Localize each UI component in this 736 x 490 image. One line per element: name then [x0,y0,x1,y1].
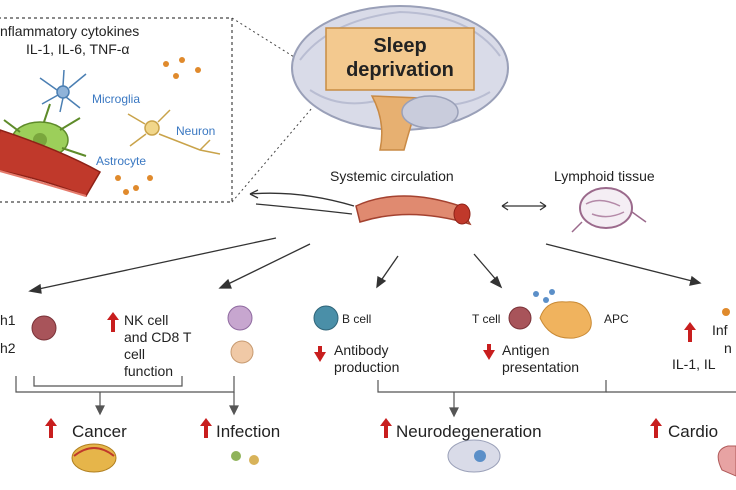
bracket-lines [15,376,736,418]
heart-icon [717,445,736,477]
neuron-label: Neuron [176,124,216,138]
cytokine-dots [115,57,201,195]
cytokine-title-line2: IL-1, IL-6, TNF-α [26,41,130,57]
antigen-line1: Antigen [502,342,550,358]
cytokine-title: nflammatory cytokines IL-1, IL-6, TNF-α [0,22,232,58]
zoom-line-top [231,17,319,73]
cytokine-box-frame [0,17,233,203]
nk-cd8-label: NK cell and CD8 T cell function [124,312,191,380]
lymphoid-tissue-icon [571,187,647,233]
cardio-label: Cardio [668,422,719,441]
systemic-circulation-label: Systemic circulation [330,168,454,184]
apc-label: APC [604,312,629,326]
circulation-arrows [249,189,355,215]
b-cell-label: B cell [342,312,372,326]
b-cell-icon [313,305,339,331]
neuro-brain-icon [447,439,501,473]
nk-line1: NK cell [124,312,169,328]
cd8-cell-icon [230,340,254,364]
th1-label: h1 [0,312,16,328]
microglia-label: Microglia [92,92,141,106]
cancer-label: Cancer [72,422,127,441]
vessel-in-box-icon [0,129,102,197]
systemic-vessel-icon [355,195,472,226]
red-arrows [45,312,696,438]
neuron-icon [127,109,221,155]
t-cell-label: T cell [472,312,501,326]
sleep-deprivation-line1: Sleep [373,35,427,57]
nk-cell-icon [227,305,253,331]
nk-line2: and CD8 T [124,329,192,345]
branch-arrows [28,237,702,294]
nk-line3: cell [124,346,146,362]
lymphoid-arrow [501,201,547,211]
antibody-label: Antibody production [334,342,399,376]
antibody-line2: production [334,359,400,375]
infection-label: Infection [216,422,281,441]
antigen-line2: presentation [502,359,580,375]
infection-icon [231,451,259,465]
nk-line4: function [124,363,174,379]
th-cell-icon [31,315,57,341]
lymphoid-tissue-label: Lymphoid tissue [554,168,655,184]
sleep-deprivation-line2: deprivation [346,59,454,81]
sleep-deprivation-title: Sleep deprivation [326,34,474,82]
inflammation-line1: Inf [712,322,728,338]
zoom-line-bottom [231,107,313,203]
cancer-icon [71,443,117,473]
neurodegeneration-label: Neurodegeneration [396,422,542,441]
t-cell-apc-icon [508,289,592,339]
inflammation-line3: IL-1, IL [672,356,716,372]
sleep-deprivation-box [325,27,475,91]
cytokine-title-line1: nflammatory cytokines [0,23,140,39]
inflammation-line2: n [724,340,732,356]
th2-label: h2 [0,340,16,356]
astrocyte-label: Astrocyte [96,154,147,168]
microglia-icon [39,69,87,113]
antigen-label: Antigen presentation [502,342,579,376]
antibody-line1: Antibody [334,342,389,358]
inflammation-cell-icon [722,308,730,316]
